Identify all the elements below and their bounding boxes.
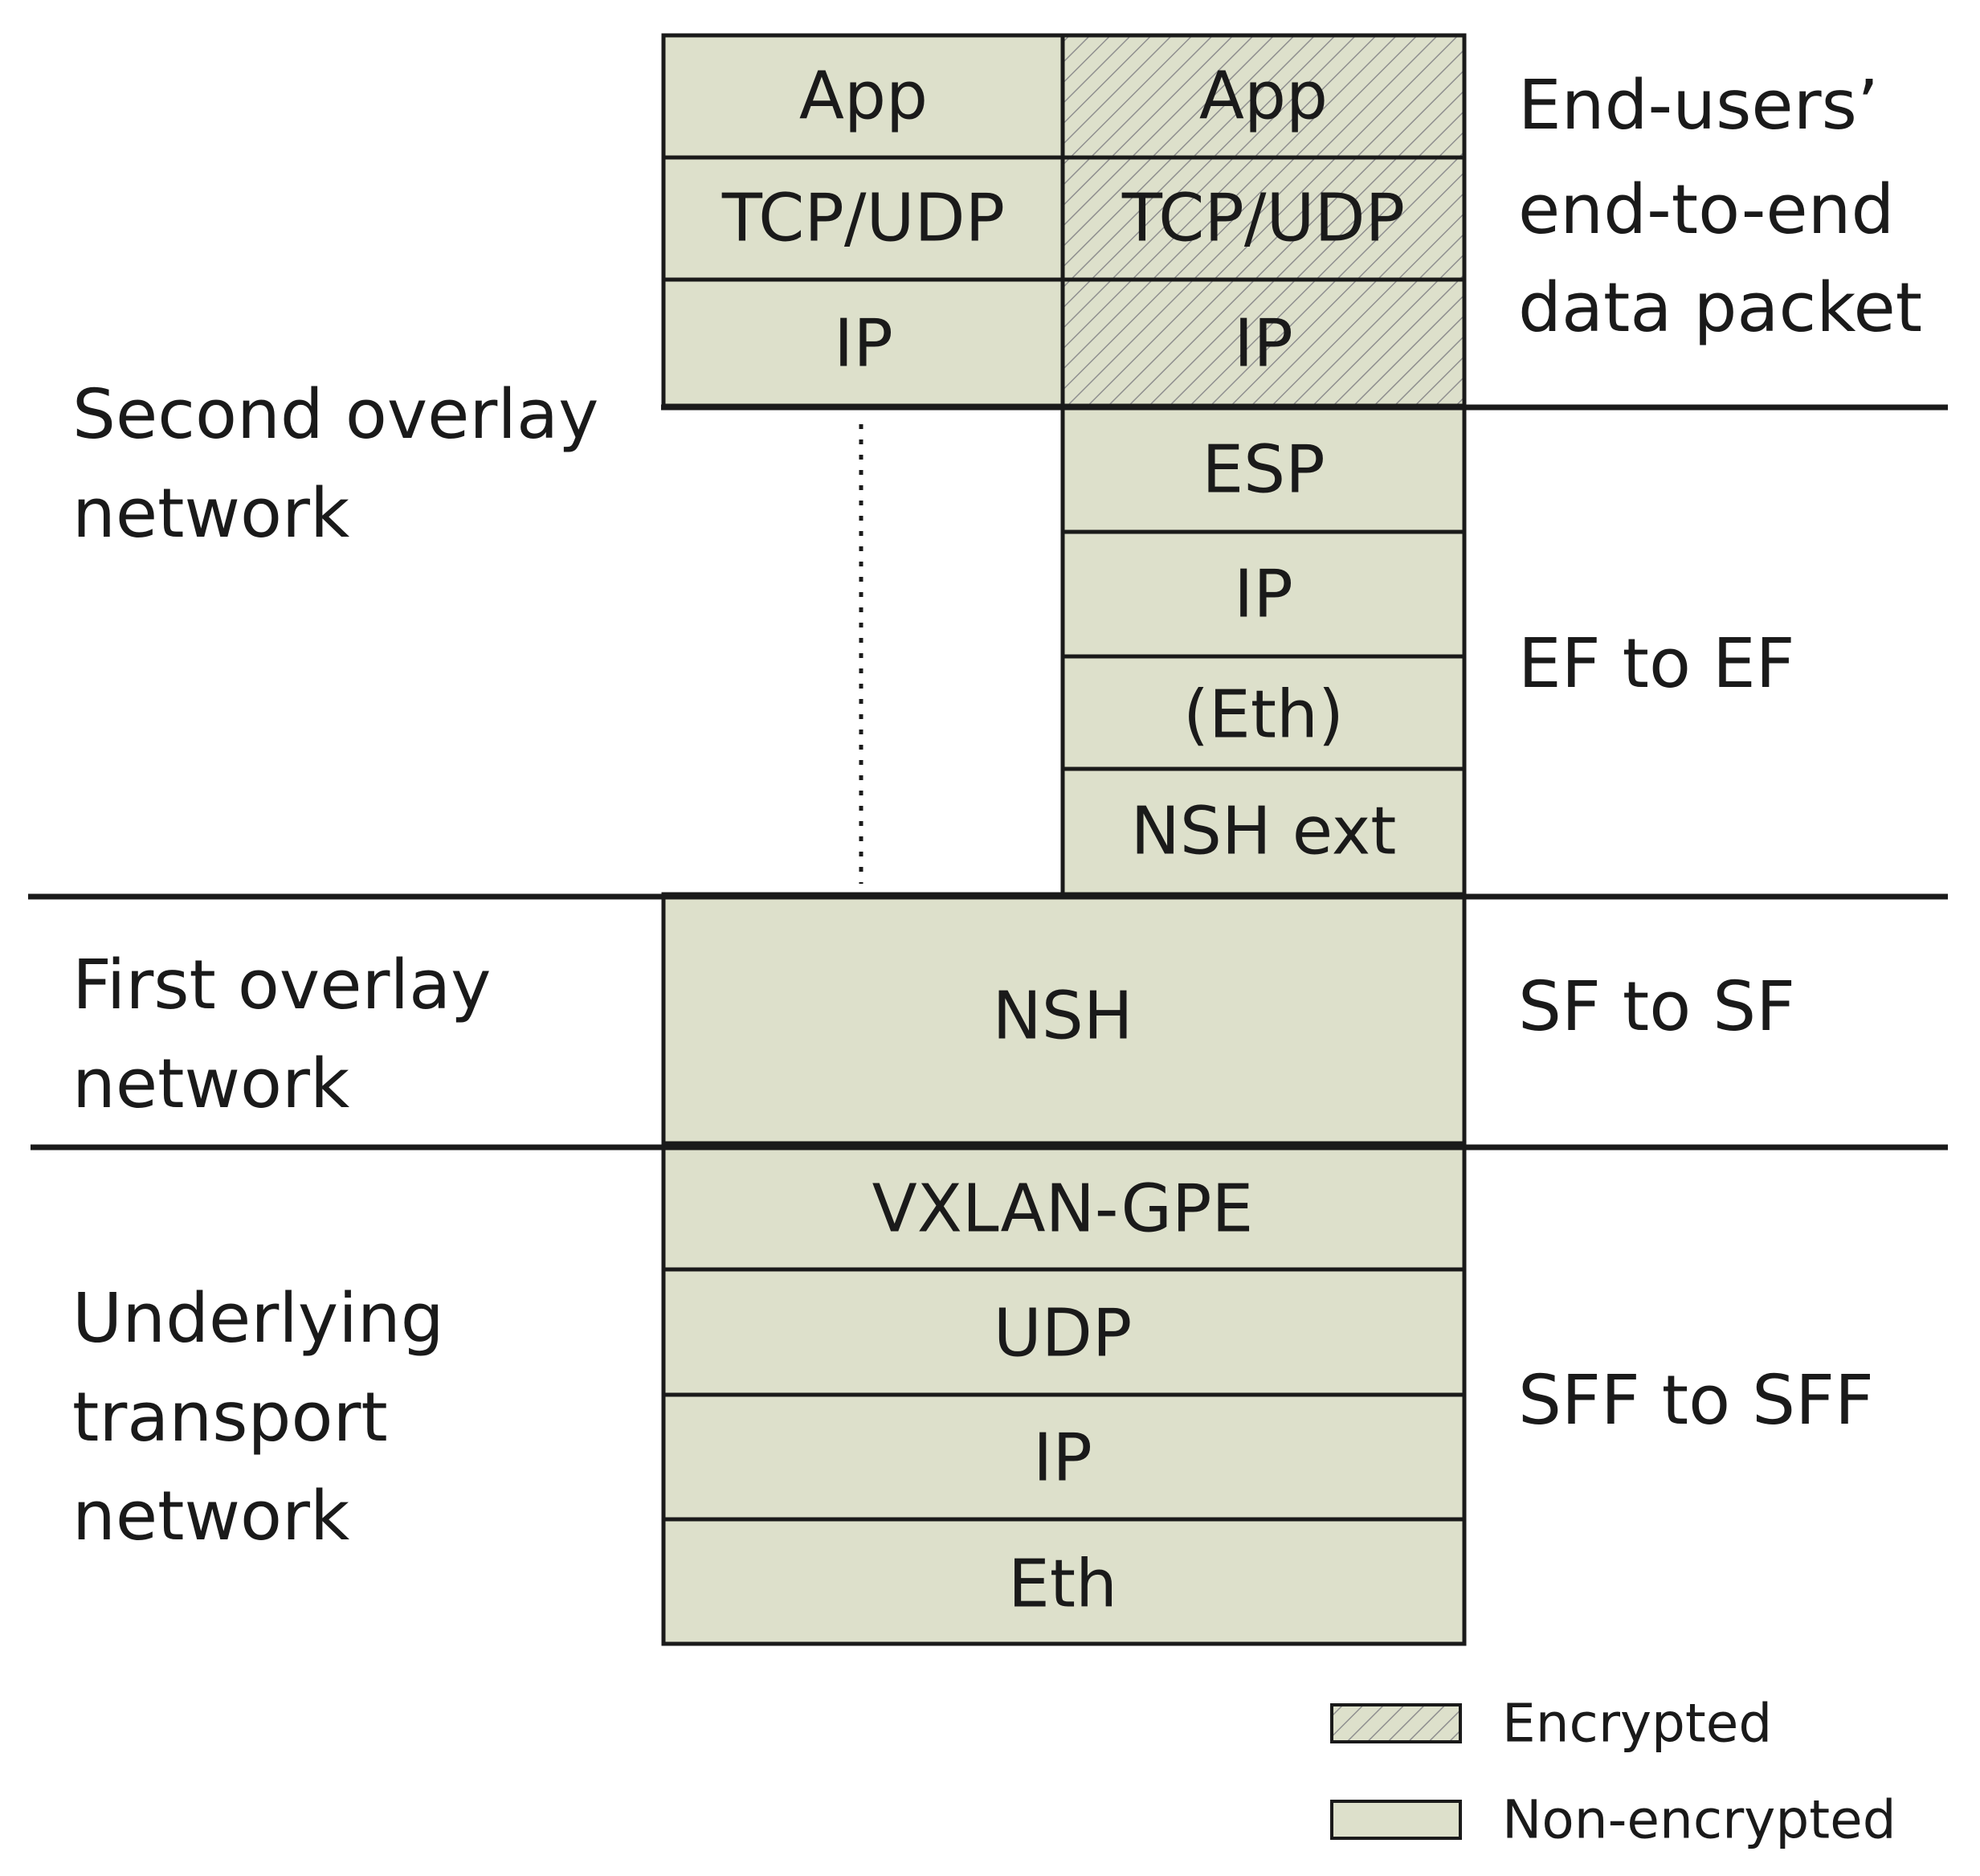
end-users-line-3: data packet <box>1518 268 1922 348</box>
second-overlay-column: ESP IP (Eth) NSH ext <box>1060 403 1467 897</box>
inner-plain-ip-label: IP <box>834 306 893 382</box>
nsh-ext-label: NSH ext <box>1131 794 1397 870</box>
underlay-udp-label: UDP <box>994 1296 1133 1372</box>
end-users-line-1: End-users’ <box>1518 66 1879 145</box>
first-overlay-label: First overlay network <box>72 946 513 1124</box>
eth-optional-label: (Eth) <box>1183 677 1344 754</box>
legend-non-encrypted-label: Non-encrypted <box>1502 1789 1896 1851</box>
outer-ip-label: IP <box>1234 557 1293 633</box>
nsh-cell <box>661 892 1467 1146</box>
inner-encrypted-app-label: App <box>1199 59 1328 135</box>
legend: Encrypted Non-encrypted <box>1330 1693 1896 1851</box>
esp-label: ESP <box>1202 432 1325 509</box>
underlay-column: VXLAN-GPE UDP IP Eth <box>661 1141 1467 1646</box>
sff-to-sff-label: SFF to SFF <box>1518 1361 1874 1441</box>
inner-encrypted-column: App TCP/UDP IP <box>1060 33 1467 408</box>
legend-encrypted-swatch <box>1330 1703 1462 1743</box>
inner-plain-column: App TCP/UDP IP <box>661 33 1065 408</box>
inner-plain-tcpudp-label: TCP/UDP <box>721 181 1005 257</box>
right-labels: End-users’ end-to-end data packet EF to … <box>1518 66 1922 1441</box>
first-overlay-line-1: First overlay <box>72 946 491 1025</box>
inner-plain-tcpudp-cell <box>661 155 1065 282</box>
second-overlay-label: Second overlay network <box>72 375 620 554</box>
underlay-ip-label: IP <box>1033 1420 1092 1497</box>
end-users-label: End-users’ end-to-end data packet <box>1518 66 1922 348</box>
second-overlay-line-2: network <box>72 474 349 554</box>
underlay-eth-cell <box>661 1517 1467 1646</box>
vxlan-gpe-cell <box>661 1141 1467 1272</box>
underlay-udp-cell <box>661 1267 1467 1397</box>
inner-plain-ip-cell <box>661 277 1065 408</box>
ef-to-ef-label: EF to EF <box>1518 624 1795 704</box>
underlying-line-2: transport <box>72 1378 388 1457</box>
outer-ip-cell <box>1060 529 1467 659</box>
vxlan-gpe-label: VXLAN-GPE <box>872 1171 1254 1248</box>
legend-encrypted-label: Encrypted <box>1502 1693 1772 1755</box>
first-overlay-block: NSH <box>661 892 1467 1146</box>
legend-non-encrypted-swatch <box>1330 1800 1462 1840</box>
first-overlay-line-2: network <box>72 1044 349 1124</box>
inner-encrypted-app-cell <box>1060 33 1467 160</box>
underlay-eth-label: Eth <box>1008 1547 1117 1623</box>
nsh-label: NSH <box>992 979 1133 1055</box>
underlying-line-1: Underlying <box>72 1279 444 1359</box>
underlay-ip-cell <box>661 1392 1467 1522</box>
left-labels: Second overlay network First overlay net… <box>72 375 620 1556</box>
nsh-ext-cell <box>1060 766 1467 897</box>
end-users-line-2: end-to-end <box>1518 170 1895 250</box>
inner-encrypted-ip-cell <box>1060 277 1467 408</box>
second-overlay-line-1: Second overlay <box>72 375 598 455</box>
sf-to-sf-label: SF to SF <box>1518 967 1795 1047</box>
inner-encrypted-tcpudp-label: TCP/UDP <box>1121 181 1405 257</box>
underlying-label: Underlying transport network <box>72 1279 466 1556</box>
inner-encrypted-ip-label: IP <box>1234 306 1293 382</box>
inner-plain-app-cell <box>661 33 1065 160</box>
inner-plain-app-label: App <box>799 59 928 135</box>
underlying-line-3: network <box>72 1477 349 1556</box>
